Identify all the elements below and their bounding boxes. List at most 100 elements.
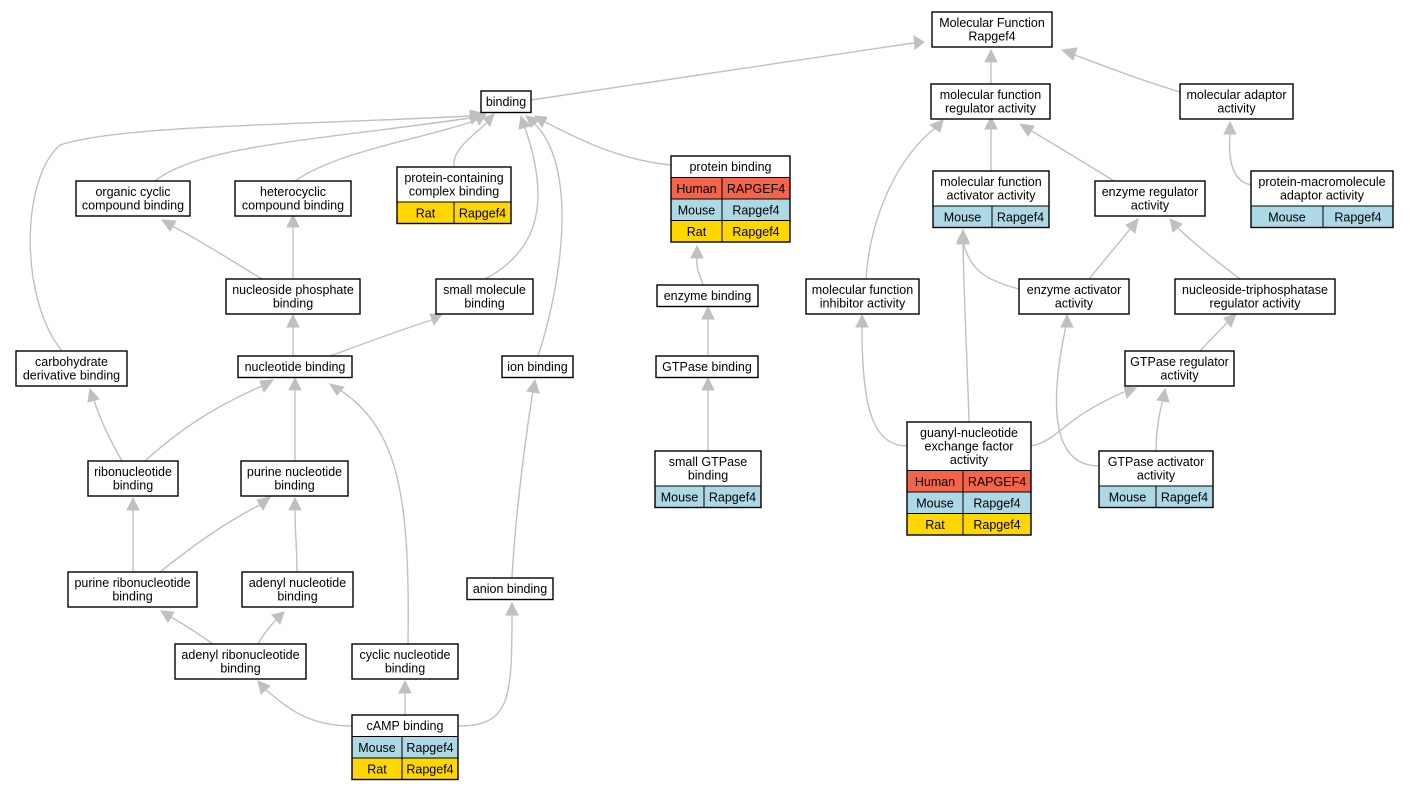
node-title-line: activity — [1217, 102, 1256, 116]
go-term-node-gtpase-binding[interactable]: GTPase binding — [655, 355, 759, 379]
edge-line — [865, 127, 936, 280]
edge-line — [171, 225, 263, 280]
edge-line — [257, 619, 277, 645]
edge-arrowhead — [87, 387, 100, 403]
edge-arrowhead — [257, 680, 271, 695]
node-title-line: activity — [1160, 369, 1199, 383]
node-title-line: molecular adaptor — [1186, 88, 1286, 102]
edge-arrowhead — [928, 119, 944, 133]
species-label: Rat — [416, 206, 436, 220]
edge-line — [861, 325, 908, 447]
node-border — [670, 155, 791, 243]
edge-arrowhead — [1018, 123, 1035, 137]
edge-arrowhead — [259, 379, 275, 394]
node-border — [656, 284, 759, 308]
edge-arrowhead — [286, 313, 300, 328]
edge-ribonucleotide-to-carbohydrate — [87, 387, 123, 462]
edge-guanyl-gef-to-mf-activator — [956, 230, 970, 423]
edge-line — [265, 689, 353, 727]
edge-ion-binding-to-binding — [525, 115, 563, 357]
node-title-bg — [88, 461, 178, 496]
node-title-line: enzyme activator — [1027, 283, 1121, 297]
gene-label: Rapgef4 — [1161, 490, 1208, 504]
edge-arrowhead — [1060, 313, 1074, 328]
node-title-line: purine nucleotide — [247, 465, 342, 479]
node-title-line: cAMP binding — [367, 719, 444, 733]
edge-gtpase-regulator-to-ntpase-regulator — [1199, 313, 1237, 352]
node-border — [67, 571, 198, 608]
node-border — [906, 421, 1032, 536]
node-title-line: inhibitor activity — [820, 297, 906, 311]
node-title-bg — [671, 156, 790, 177]
node-title-line: derivative binding — [23, 369, 120, 383]
node-title-line: GTPase binding — [662, 360, 752, 374]
edge-arrowhead — [398, 679, 412, 694]
edge-guanyl-gef-to-gtpase-regulator — [1030, 386, 1138, 447]
go-term-node-enzyme-binding[interactable]: enzyme binding — [656, 284, 759, 308]
node-title-line: cyclic nucleotide — [359, 648, 450, 662]
edge-arrowhead — [429, 313, 443, 327]
node-title-line: adenyl nucleotide — [249, 576, 346, 590]
edge-line — [457, 613, 513, 727]
edge-line — [1071, 53, 1181, 93]
edge-enzyme-binding-to-protein-binding — [690, 244, 704, 286]
gene-label: Rapgef4 — [406, 762, 453, 776]
go-term-node-anion-binding[interactable]: anion binding — [466, 577, 554, 601]
node-border — [1250, 170, 1394, 229]
node-title-bg — [241, 461, 348, 496]
edge-arrowhead — [525, 115, 542, 128]
edge-line — [962, 241, 1020, 290]
edge-nucleoside-phosphate-to-heterocyclic — [286, 213, 300, 279]
edge-arrowhead — [1156, 387, 1170, 403]
gene-label: Rapgef4 — [997, 210, 1044, 224]
node-title-line: nucleotide binding — [245, 360, 346, 374]
node-border — [435, 278, 534, 315]
edge-mf-activator-to-mf-regulator — [984, 115, 998, 171]
node-title-line: nucleoside-triphosphatase — [1182, 283, 1328, 297]
go-term-node-nucleotide[interactable]: nucleotide binding — [237, 355, 353, 379]
go-term-node-ion-binding[interactable]: ion binding — [501, 355, 574, 379]
species-label: Mouse — [1268, 210, 1306, 224]
edge-arrowhead — [701, 376, 715, 391]
species-label: Rat — [687, 225, 707, 239]
edge-ntpase-regulator-to-enzyme-regulator — [1169, 218, 1241, 280]
gene-label: RAPGEF4 — [968, 475, 1026, 489]
go-term-node-binding[interactable]: binding — [480, 90, 532, 114]
node-title-bg — [931, 84, 1050, 119]
edge-arrowhead — [474, 113, 487, 127]
species-label: Mouse — [678, 203, 716, 217]
node-title-bg — [502, 356, 573, 377]
edge-ribonucleotide-to-nucleotide — [144, 379, 275, 462]
node-title-line: activity — [1131, 199, 1170, 213]
edge-adenyl-nucleotide-to-purine-nucleotide — [288, 496, 302, 573]
node-title-line: binding — [385, 662, 425, 676]
node-title-bg — [68, 572, 197, 607]
